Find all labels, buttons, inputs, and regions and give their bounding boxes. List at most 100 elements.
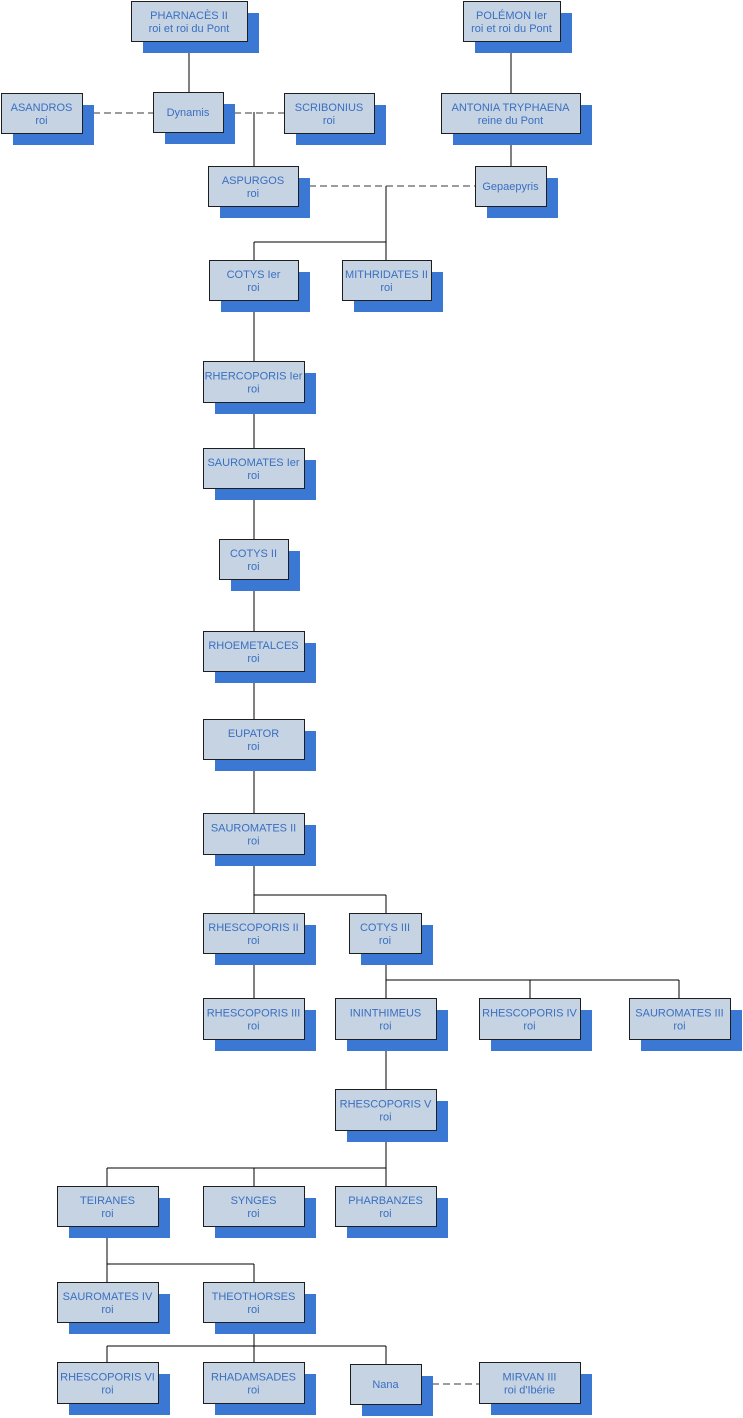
node-title: roi: [247, 1304, 259, 1316]
node-title: roi: [35, 115, 47, 127]
node-box: [219, 539, 289, 580]
node-name: RHERCOPORIS Ier: [205, 371, 303, 383]
node-box: [1, 93, 83, 134]
node-name: ASANDROS: [11, 102, 73, 114]
node-box: [57, 1282, 159, 1323]
node-name: Gepaepyris: [482, 181, 539, 193]
node-name: ASPURGOS: [222, 175, 284, 187]
node-box: [203, 361, 305, 403]
node-title: roi: [523, 1021, 535, 1033]
node-box: [208, 166, 299, 207]
node-box: [479, 1362, 581, 1404]
node-name: RHESCOPORIS VI: [60, 1372, 155, 1384]
node-title: roi: [247, 1208, 259, 1220]
node-title: roi: [380, 282, 392, 294]
node-title: roi: [247, 188, 259, 200]
node-name: ININTHIMEUS: [350, 1008, 422, 1020]
node-name: POLÉMON Ier: [476, 9, 547, 22]
node-box: [203, 719, 305, 760]
node-box: [441, 93, 581, 134]
node-title: roi: [247, 1385, 259, 1397]
node-box: [131, 1, 248, 42]
node-name: PHARBANZES: [348, 1195, 423, 1207]
node-name: RHESCOPORIS II: [208, 922, 298, 934]
node-title: roi: [247, 561, 259, 573]
node-name: PHARNACÈS II: [150, 9, 228, 22]
node-box: [203, 631, 305, 672]
node-box: [335, 998, 437, 1040]
node-name: ANTONIA TRYPHAENA: [452, 102, 571, 114]
node-title: roi: [247, 836, 259, 848]
node-name: MITHRIDATES II: [345, 269, 428, 281]
node-name: SYNGES: [231, 1195, 277, 1207]
node-box: [153, 92, 224, 133]
node-title: roi: [247, 741, 259, 753]
node-box: [349, 913, 422, 954]
person-node-nana: Nana: [350, 1364, 433, 1416]
node-title: roi et roi du Pont: [149, 23, 230, 35]
node-title: roi: [379, 1112, 391, 1124]
person-node-gepaepyris: Gepaepyris: [475, 166, 558, 218]
node-box: [57, 1186, 159, 1227]
node-title: roi d'Ibérie: [504, 1385, 555, 1397]
node-box: [350, 1364, 422, 1405]
node-name: SAUROMATES III: [635, 1008, 723, 1020]
node-title: roi: [247, 653, 259, 665]
node-name: RHESCOPORIS V: [340, 1099, 432, 1111]
node-title: reine du Pont: [478, 115, 543, 127]
node-box: [479, 998, 581, 1040]
person-node-dynamis: Dynamis: [153, 92, 235, 144]
node-title: roi: [101, 1304, 113, 1316]
node-name: RHADAMSADES: [211, 1372, 296, 1384]
node-name: COTYS III: [360, 922, 410, 934]
node-box: [463, 1, 561, 42]
node-name: TEIRANES: [80, 1195, 135, 1207]
node-box: [203, 813, 305, 855]
node-name: RHESCOPORIS IV: [482, 1008, 577, 1020]
node-title: roi: [379, 1208, 391, 1220]
node-title: roi: [101, 1208, 113, 1220]
node-box: [57, 1362, 159, 1404]
node-name: SCRIBONIUS: [295, 102, 363, 114]
node-name: Nana: [372, 1379, 399, 1391]
node-name: MIRVAN III: [503, 1372, 557, 1384]
node-title: roi: [247, 935, 259, 947]
node-box: [335, 1089, 437, 1131]
node-title: roi: [379, 935, 391, 947]
node-name: COTYS II: [230, 548, 277, 560]
node-box: [203, 913, 305, 954]
node-box: [284, 93, 375, 134]
node-box: [203, 448, 305, 489]
node-title: roi: [379, 1021, 391, 1033]
node-box: [203, 1282, 305, 1323]
node-name: SAUROMATES II: [211, 823, 296, 835]
node-box: [203, 998, 305, 1040]
connector-lines: [82, 41, 680, 1385]
